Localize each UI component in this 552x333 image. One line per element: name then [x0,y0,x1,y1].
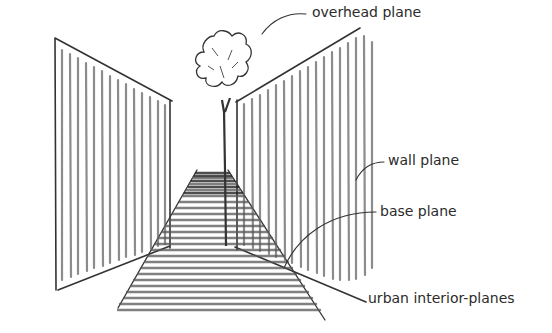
plane-label: base plane [380,203,457,220]
tree-crown-detail [208,48,238,78]
leader-line [262,14,306,34]
plane-label: wall plane [388,152,459,169]
plane-label: overhead plane [312,4,421,21]
wall-hatching [62,50,165,280]
leader-line [284,212,376,268]
base-hatching [118,178,320,310]
left-wall [55,38,172,290]
leader-line [356,162,384,180]
tree-crown [196,31,252,87]
tree-trunk [222,98,230,246]
base-hatching-dark [185,173,242,193]
base-plane-edges [118,170,325,320]
sketch-caption: urban interior-planes [368,290,515,307]
